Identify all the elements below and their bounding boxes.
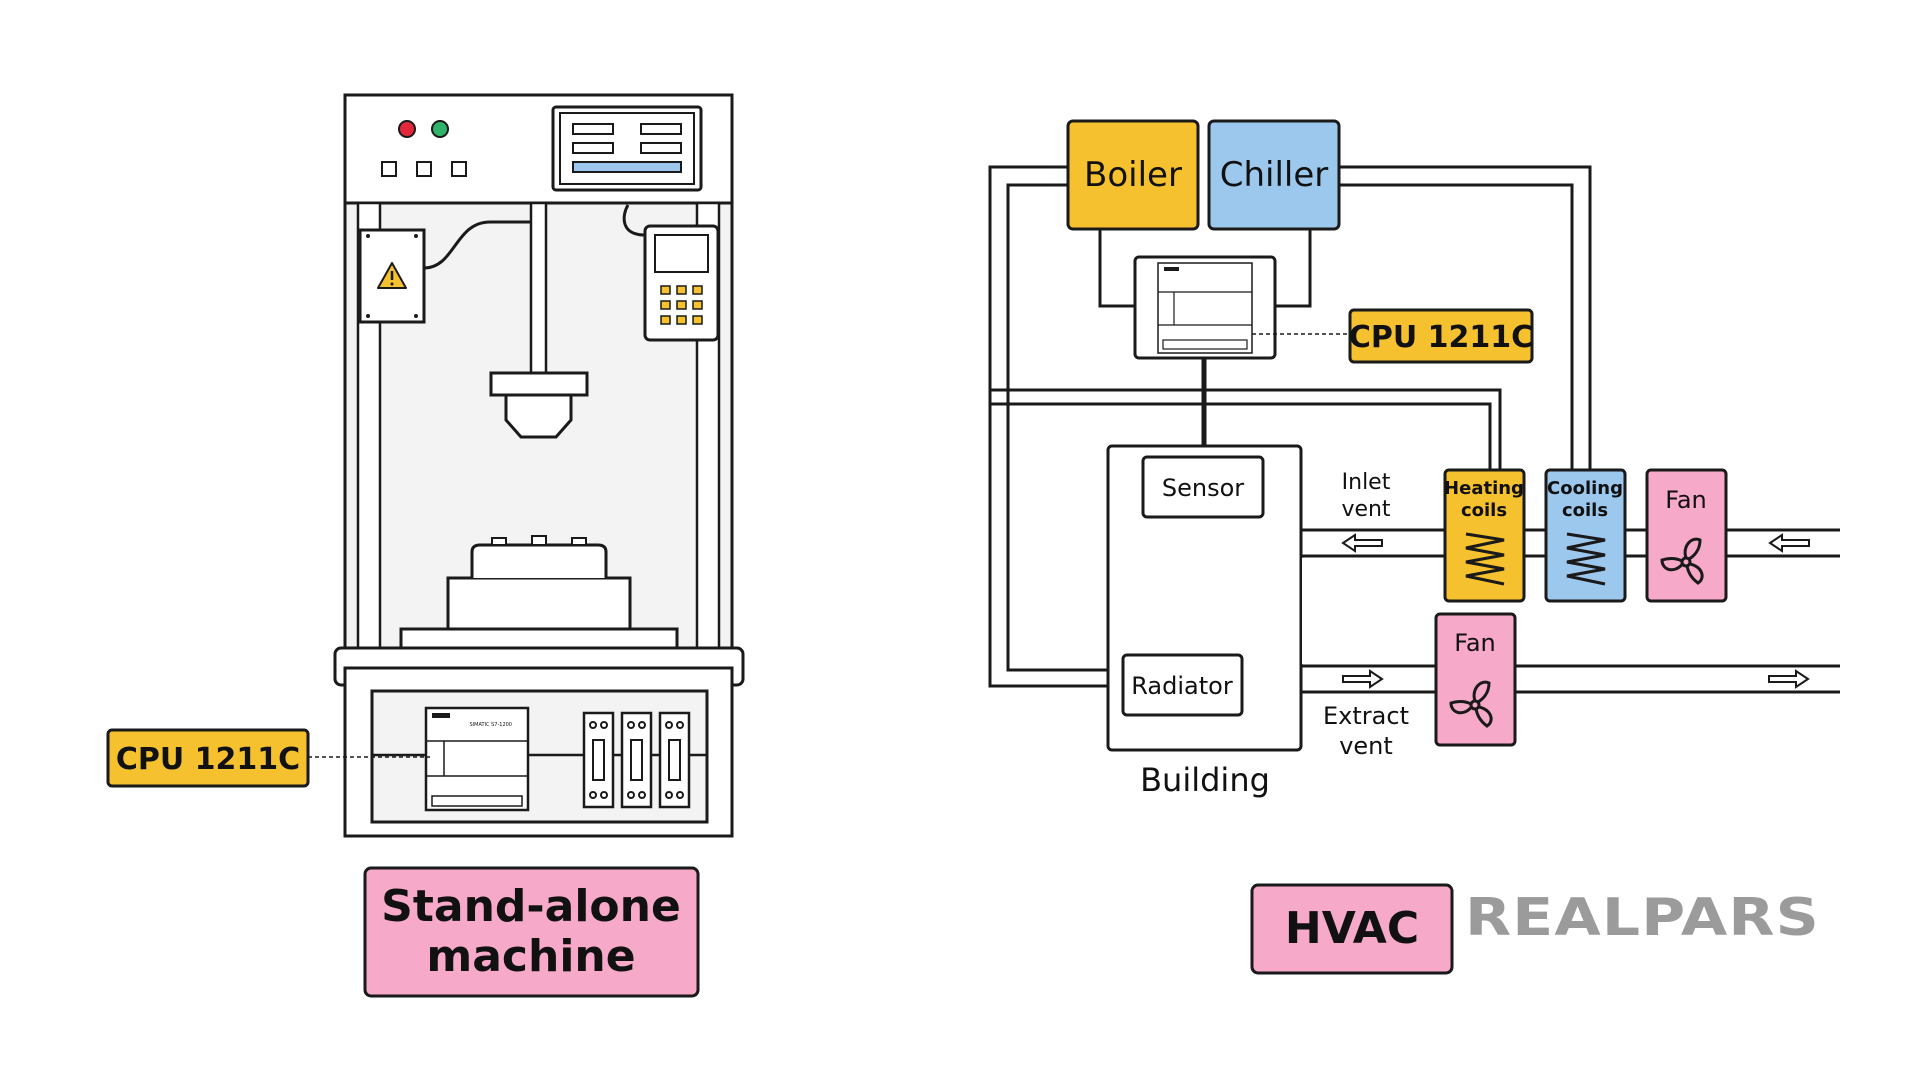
- cable: [622, 204, 646, 237]
- standalone-machine: SIMATIC S7-1200 CPU 1211C Stand-alone ma…: [106, 93, 745, 998]
- panel-button-3: [451, 161, 467, 177]
- cooling-label-line1: Cooling: [1547, 478, 1623, 499]
- hvac-caption-box: [1250, 883, 1454, 975]
- extract-vent-label-line2: vent: [1339, 732, 1393, 760]
- inlet-vent-label-line1: Inlet: [1342, 470, 1391, 495]
- hvac-piping: [988, 165, 1592, 688]
- sensor-box: [1141, 455, 1265, 519]
- left-arrow-icon: [1768, 533, 1810, 553]
- left-arrow-icon: [1341, 533, 1383, 553]
- boiler-box: [1066, 119, 1200, 231]
- panel-button-1: [381, 161, 397, 177]
- hvac-cpu-label: CPU 1211C: [1349, 320, 1533, 355]
- chiller-box: [1207, 119, 1341, 231]
- hvac-cpu-label-box: [1348, 308, 1534, 364]
- standalone-caption-line2: machine: [426, 931, 635, 982]
- right-arrow-icon: [1768, 669, 1810, 689]
- die-block: [446, 576, 632, 631]
- hmi-screen-icon: [551, 105, 703, 192]
- sensor-label: Sensor: [1162, 474, 1244, 502]
- extract-vent-label-line1: Extract: [1323, 702, 1409, 730]
- air-ducts: [1301, 528, 1840, 694]
- red-indicator-light-icon: [398, 120, 416, 138]
- realpars-logo: REALPARS: [1465, 888, 1820, 948]
- plc-module-icon: SIMATIC S7-1200: [424, 706, 530, 812]
- panel-button-2: [416, 161, 432, 177]
- fan-bottom-icon: [1449, 680, 1493, 728]
- chiller-plc-link: [1273, 229, 1312, 308]
- cooling-coil-icon: [1566, 532, 1606, 586]
- airflow-arrows: [1341, 533, 1810, 689]
- plc-model-text: SIMATIC S7-1200: [470, 722, 513, 728]
- heating-label-line1: Heating: [1444, 478, 1524, 499]
- fan-top-icon: [1660, 537, 1704, 585]
- press-tool: [504, 393, 573, 439]
- hvac-diagram: Boiler Chiller CPU 1211C Sensor Radiator…: [988, 119, 1840, 975]
- green-indicator-light-icon: [431, 120, 449, 138]
- chiller-label: Chiller: [1220, 155, 1329, 195]
- heating-coil-icon: [1465, 532, 1505, 586]
- press-head: [489, 371, 589, 397]
- radiator-box: [1121, 653, 1244, 717]
- cooling-label-line2: coils: [1562, 500, 1608, 521]
- standalone-caption-box: [363, 866, 700, 998]
- press-column: [529, 201, 548, 375]
- fan-top-label: Fan: [1665, 486, 1707, 514]
- standalone-caption-line1: Stand-alone: [381, 881, 681, 932]
- radiator-label: Radiator: [1131, 672, 1233, 700]
- heating-label-line2: coils: [1461, 500, 1507, 521]
- inlet-vent-label-line2: vent: [1341, 497, 1390, 522]
- keypad-pendant-icon: [643, 224, 720, 342]
- boiler-label: Boiler: [1084, 155, 1182, 195]
- workpiece: [470, 543, 608, 578]
- right-arrow-icon: [1342, 669, 1384, 689]
- cpu-label-box: [106, 728, 310, 788]
- cable: [423, 220, 530, 270]
- building-label: Building: [1140, 761, 1270, 799]
- hvac-caption: HVAC: [1285, 903, 1419, 954]
- fan-bottom-label: Fan: [1454, 629, 1496, 657]
- hvac-plc-module-icon: [1133, 255, 1277, 360]
- cpu-label: CPU 1211C: [116, 742, 300, 777]
- boiler-plc-link: [1098, 229, 1135, 308]
